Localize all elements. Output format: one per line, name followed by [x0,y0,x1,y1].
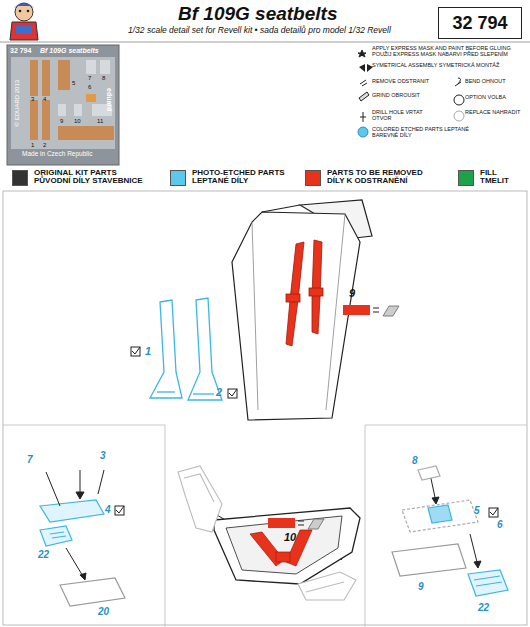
fret-number: 8 [102,75,105,81]
fret-number: 11 [97,118,103,124]
legend-text: BEND OHNOUT [465,79,525,85]
fret-number: 2 [43,142,46,148]
fret-number: 7 [88,75,91,81]
remove-marker-10 [268,518,324,529]
legend-text: FILL TMELIT [480,169,525,186]
legend-swatch [305,170,321,186]
subtitle: 1/32 scale detail set for Revell kit • s… [128,26,391,35]
legend-text: APPLY EXPRESS MASK AND PAINT BEFORE GLUI… [372,46,522,58]
set-number: 32 794 [452,14,507,33]
callout-number: 6 [497,520,503,531]
legend-text: REPLACE NAHRADIT [465,110,525,116]
fret-number: 1 [31,142,34,148]
check-marks [115,347,498,517]
fret-text: 32 794 [10,47,31,54]
left-panel-parts [40,500,125,606]
legend-text: PHOTO-ETCHED PARTS LEPTANÉ DÍLY [192,169,292,186]
legend-text: COLORED ETCHED PARTS LEPTANÉ BAREVNÉ DÍL… [372,127,492,139]
fret-number: 10 [74,118,81,124]
fret-number: 5 [72,80,75,86]
seat-belts-removed [286,240,323,346]
fret-number: 6 [88,84,91,90]
fret-number: 3 [31,96,34,102]
sheet-title: Bf 109G seatbelts [178,4,337,24]
legend-text: PARTS TO BE REMOVED DÍLY K ODSTRANĚNÍ [327,169,439,186]
callout-number: 4 [105,505,111,516]
seat-back [232,200,372,420]
callout-number: 10 [284,532,296,544]
callout-number: 20 [98,607,109,618]
set-number-box: 32 794 [438,7,522,39]
callout-number: 22 [38,550,49,561]
callout-number: 22 [478,603,489,614]
callout-number: 9 [418,582,424,593]
callout-number: 5 [474,506,480,517]
callout-number: 7 [27,455,33,466]
assembly-arrows [46,470,481,580]
fret-text: Made in Czech Republic [22,151,92,158]
legend-swatch [458,170,474,186]
pe-shoulder-straps [150,298,222,400]
legend-text: DRILL HOLE VRTAT OTVOR [372,110,442,122]
right-panel-parts [392,466,508,596]
legend-swatch [170,170,186,186]
legend-text: REMOVE ODSTRANIT [372,79,442,85]
fret-number: 9 [60,118,63,124]
callout-number: 2 [216,387,222,399]
remove-marker-9 [343,305,399,316]
center-pe-parts [178,466,356,600]
callout-number: 3 [100,451,106,462]
legend-text: ORIGINAL KIT PARTS PŮVODNÍ DÍLY STAVEBNI… [34,169,152,186]
callout-number: 1 [145,346,151,358]
legend-text: SYMETRICAL ASSEMBLY SYMETRICKÁ MONTÁŽ [372,63,522,69]
callout-number: 8 [412,456,418,467]
callout-number: 9 [349,288,355,300]
fret-text: © EDUARD 2013 [14,80,20,126]
fret-photo [7,45,119,165]
legend-text: GRIND OBROUSIT [372,93,442,99]
seat-pan-belts-removed [250,530,312,566]
legend-swatch [12,170,28,186]
fret-number: 4 [43,96,46,102]
fret-text: Bf 109G seatbelts [40,47,99,54]
fret-text: eduard [106,88,113,111]
eduard-logo [10,3,38,40]
legend-text: OPTION VOLBA [465,95,525,101]
